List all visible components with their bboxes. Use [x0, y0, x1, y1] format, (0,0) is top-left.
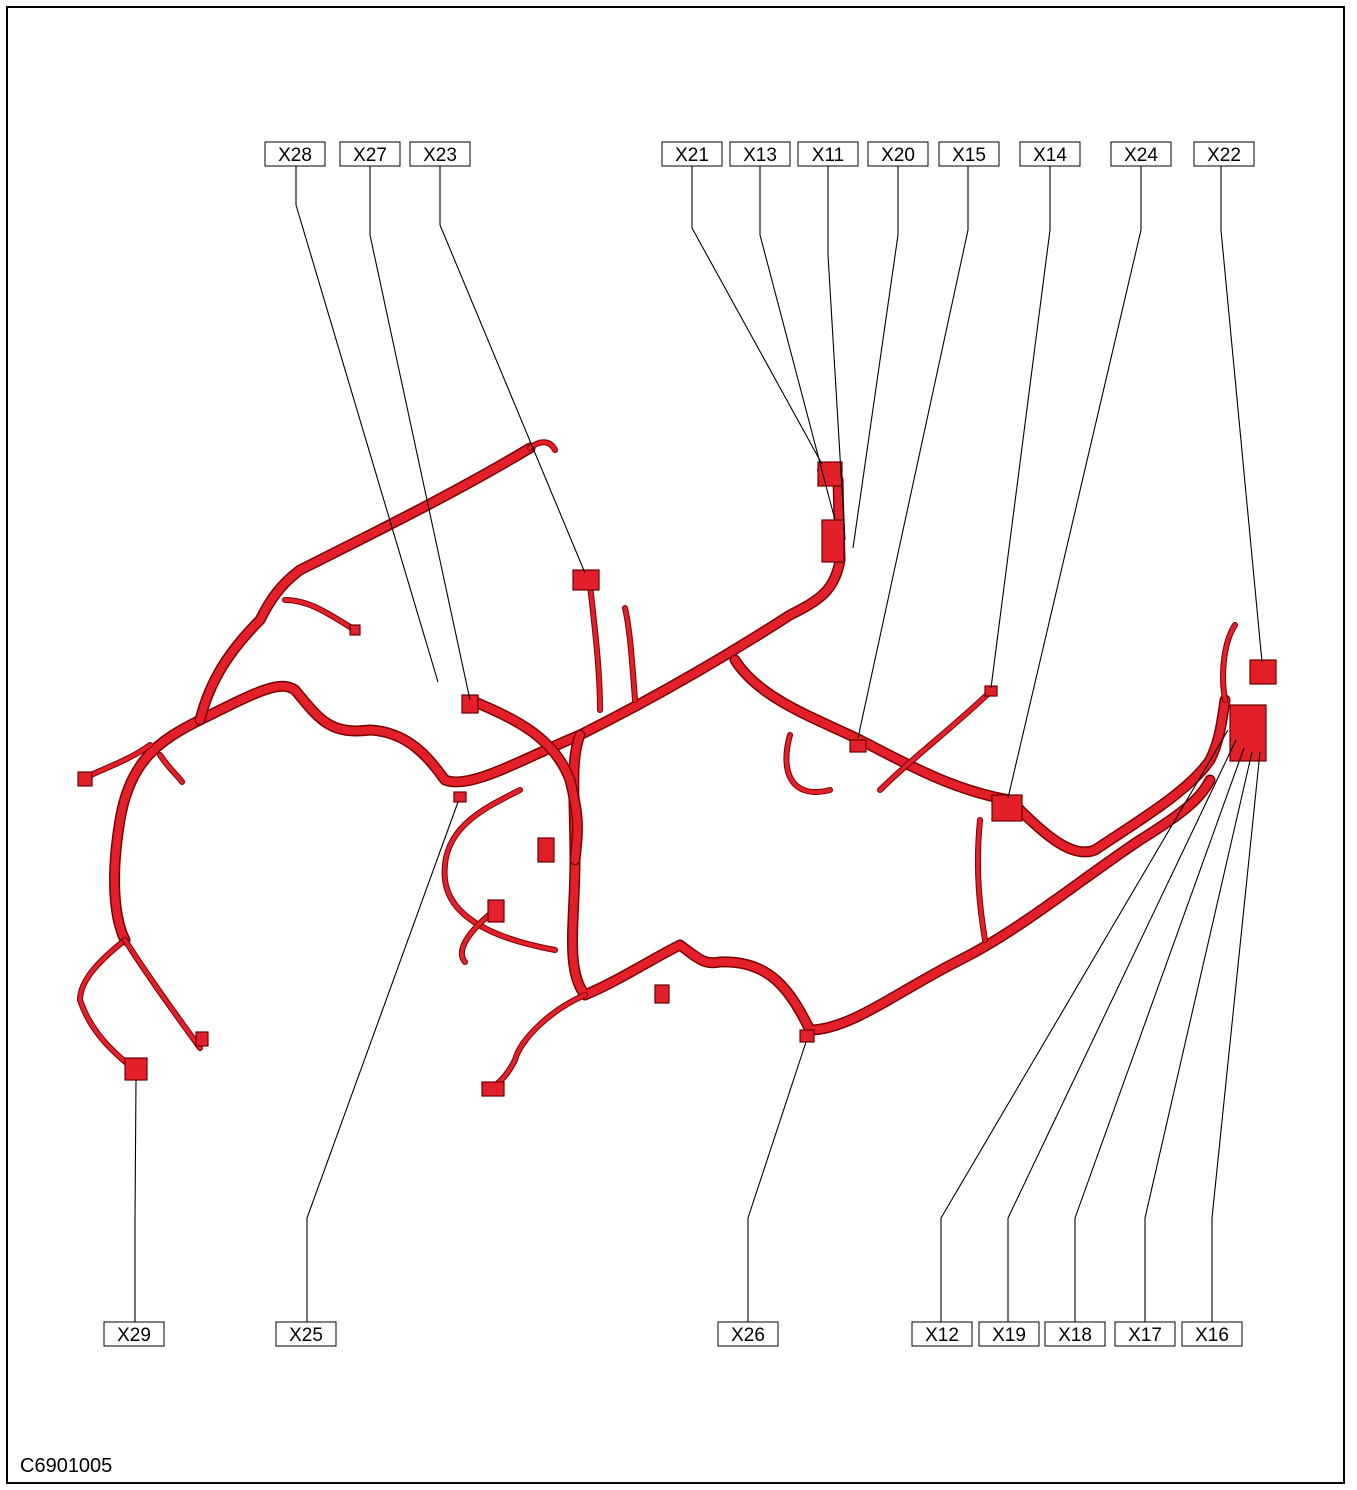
- leader-x15-slant: [857, 229, 969, 739]
- callout-x24-label: X24: [1124, 145, 1158, 166]
- connector-x11: [821, 519, 845, 563]
- leader-lines: [134, 166, 1263, 1322]
- callout-x23: X23: [409, 141, 471, 167]
- wiring-harness: [77, 439, 1277, 1097]
- callout-x26-label: X26: [731, 1325, 765, 1346]
- callout-x27-label: X27: [353, 145, 387, 166]
- leader-x16-slant: [1211, 751, 1261, 1219]
- callout-x14: X14: [1019, 141, 1081, 167]
- callout-x29: X29: [103, 1321, 165, 1347]
- connector-x29: [124, 1057, 148, 1081]
- callout-x21-label: X21: [675, 145, 709, 166]
- callout-x19-label: X19: [992, 1325, 1026, 1346]
- callouts-top: X28 X27 X23 X21 X13 X11 X20 X15 X14 X24 …: [264, 141, 1255, 167]
- callout-x15: X15: [938, 141, 1000, 167]
- callout-x25: X25: [275, 1321, 337, 1347]
- connector-x15: [849, 739, 867, 753]
- connector-x24: [991, 794, 1023, 822]
- leader-x20-slant: [852, 234, 899, 549]
- callout-x19: X19: [978, 1321, 1040, 1347]
- leader-x29-slant: [134, 1079, 137, 1219]
- drawing-frame: [6, 6, 1345, 1484]
- connector-bottom-mid: [654, 984, 670, 1004]
- callout-x21: X21: [661, 141, 723, 167]
- callout-x22: X22: [1193, 141, 1255, 167]
- callout-x15-label: X15: [952, 145, 986, 166]
- harness-branches: [77, 439, 1238, 1093]
- leader-x11-slant: [827, 254, 846, 541]
- callout-x12: X12: [911, 1321, 973, 1347]
- connector-bottom-left: [481, 1081, 505, 1097]
- callout-x22-label: X22: [1207, 145, 1241, 166]
- callout-x28-label: X28: [278, 145, 312, 166]
- callout-x11-label: X11: [812, 145, 844, 166]
- leader-x12-slant: [940, 729, 1229, 1219]
- callout-x27: X27: [339, 141, 401, 167]
- leader-x26-slant: [747, 1041, 807, 1219]
- leader-x14-slant: [990, 229, 1051, 689]
- callout-x18-label: X18: [1058, 1325, 1092, 1346]
- leader-x18-slant: [1074, 747, 1245, 1219]
- leader-x27-slant: [369, 234, 471, 701]
- connector-x23: [572, 569, 600, 591]
- callout-x17-label: X17: [1128, 1325, 1162, 1346]
- callout-x20: X20: [867, 141, 929, 167]
- callout-x13-label: X13: [743, 145, 777, 166]
- document-code: C6901005: [20, 1455, 113, 1477]
- leader-x23-slant: [439, 224, 586, 574]
- callouts-bottom: X29 X25 X26 X12 X19 X18 X17 X16: [103, 1321, 1243, 1347]
- connector-top-left: [349, 624, 361, 636]
- harness-connectors: [77, 461, 1277, 1097]
- leader-x17-slant: [1144, 751, 1253, 1219]
- connector-x27: [461, 694, 479, 714]
- callout-x16: X16: [1181, 1321, 1243, 1347]
- callout-x14-label: X14: [1033, 145, 1067, 166]
- leader-x24-slant: [1007, 229, 1142, 799]
- callout-x12-label: X12: [925, 1325, 959, 1346]
- connector-x16: [1229, 704, 1267, 762]
- callout-x29-label: X29: [117, 1325, 151, 1346]
- connector-left-low: [195, 1031, 209, 1047]
- callout-x13: X13: [729, 141, 791, 167]
- callout-x26: X26: [717, 1321, 779, 1347]
- connector-x22: [1249, 659, 1277, 685]
- callout-x16-label: X16: [1195, 1325, 1229, 1346]
- harness-trunk: [109, 442, 1231, 1036]
- leader-x13-slant: [759, 234, 836, 521]
- connector-x26: [799, 1029, 815, 1043]
- leader-x22-slant: [1220, 229, 1263, 663]
- callout-x25-label: X25: [289, 1325, 323, 1346]
- callout-x24: X24: [1110, 141, 1172, 167]
- connector-fan-mid: [537, 837, 555, 863]
- leader-x25-slant: [306, 801, 459, 1219]
- callout-x23-label: X23: [423, 145, 457, 166]
- connector-x25: [453, 791, 467, 803]
- leader-x19-slant: [1007, 739, 1237, 1219]
- leader-x28-slant: [295, 204, 439, 683]
- leader-x21-slant: [691, 227, 823, 465]
- connector-x21: [817, 461, 843, 487]
- callout-x11: X11: [797, 141, 859, 167]
- callout-x17: X17: [1114, 1321, 1176, 1347]
- callout-x28: X28: [264, 141, 326, 167]
- connector-left-far: [77, 771, 93, 787]
- callout-x20-label: X20: [881, 145, 915, 166]
- connector-mid-lower: [487, 899, 505, 923]
- callout-x18: X18: [1044, 1321, 1106, 1347]
